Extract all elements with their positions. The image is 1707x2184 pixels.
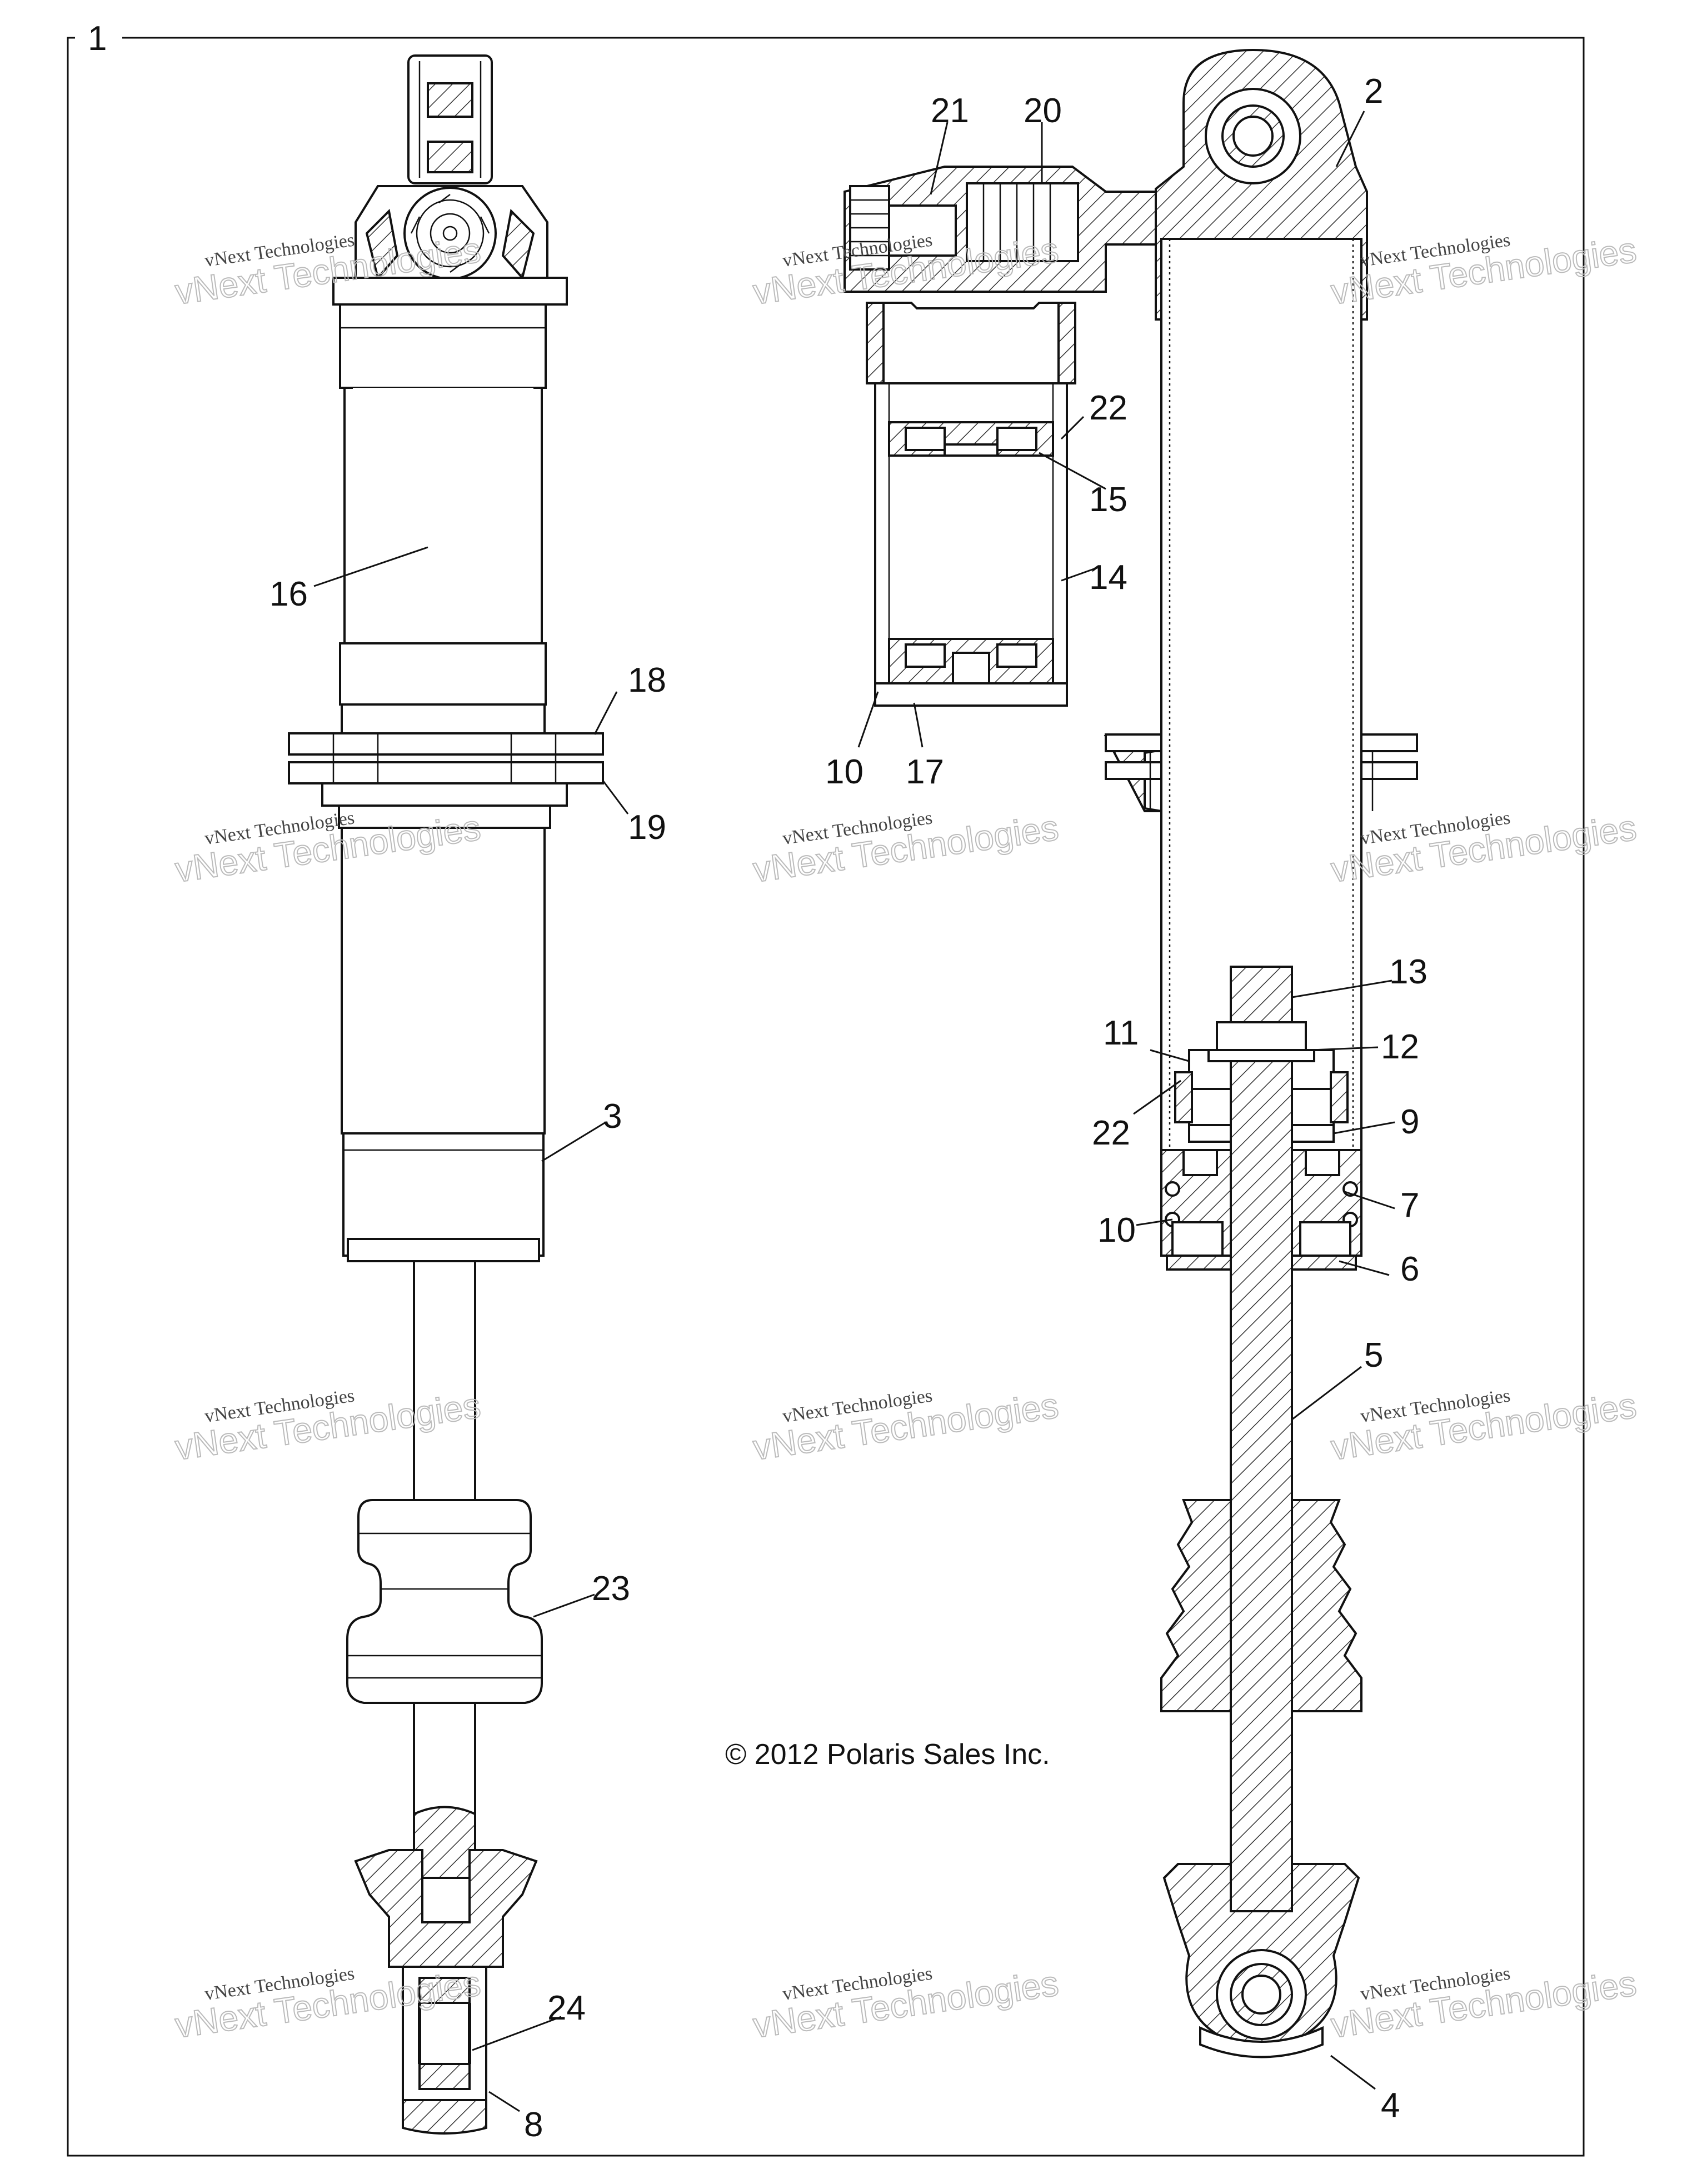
lower-bushing-top: [418, 1977, 471, 2004]
top-bushing-lower: [427, 141, 473, 173]
callout-13: 13: [1389, 953, 1428, 991]
lower-eye-mount: [354, 1849, 538, 1968]
callout-labels: 2 21 20 22 15 14 16 18 19 10 17 13 11 12…: [269, 72, 1428, 2144]
callout-10-reservoir: 10: [825, 753, 864, 791]
spring-seat: [338, 804, 551, 829]
callout-7: 7: [1400, 1186, 1419, 1225]
callout-8: 8: [524, 2106, 543, 2144]
nut-13: [1216, 1021, 1307, 1051]
callout-4: 4: [1381, 2086, 1400, 2125]
copyright-text: © 2012 Polaris Sales Inc.: [725, 1738, 1050, 1771]
callout-16: 16: [269, 575, 308, 613]
callout-19: 19: [628, 808, 666, 847]
diagram-frame: 1: [67, 19, 1585, 2157]
callout-2: 2: [1364, 72, 1383, 111]
spacer: [321, 782, 568, 807]
main-spring: [341, 827, 546, 1135]
callout-5: 5: [1364, 1336, 1383, 1375]
callout-10-body: 10: [1097, 1211, 1136, 1250]
upper-body: [339, 303, 547, 389]
preload-collar: [339, 642, 547, 706]
bump-stop: [346, 1499, 543, 1704]
callout-15: 15: [1089, 481, 1127, 519]
callout-21: 21: [931, 92, 969, 130]
callout-11: 11: [1103, 1014, 1139, 1052]
reservoir-cap: [866, 302, 1076, 384]
callout-9: 9: [1400, 1103, 1419, 1141]
seat-ring: [347, 1238, 540, 1262]
leader-lines: [313, 111, 1395, 2112]
right-shock-cutaway: [1104, 48, 1418, 2058]
shaft-5: [1230, 966, 1293, 1912]
left-shock-exterior: [288, 54, 604, 2135]
shaft: [413, 1260, 476, 1501]
bump-stop-cutaway-right: [1291, 1499, 1362, 1712]
callout-12: 12: [1381, 1028, 1419, 1066]
callout-22-reservoir: 22: [1089, 389, 1127, 427]
reservoir-cutaway: [843, 166, 1185, 707]
frame-label: 1: [88, 19, 107, 58]
callout-17: 17: [906, 753, 944, 791]
callout-22-piston: 22: [1092, 1114, 1130, 1152]
callout-3: 3: [603, 1097, 622, 1136]
crossover-ring-upper: [288, 732, 604, 756]
callout-23: 23: [592, 1570, 630, 1608]
lower-shaft: [413, 1702, 476, 1815]
callout-6: 6: [1400, 1250, 1419, 1288]
lower-bushing-bottom: [418, 2063, 471, 2090]
callout-24: 24: [547, 1989, 586, 2027]
lower-spring-seat: [342, 1132, 545, 1257]
bump-stop-cutaway-left: [1160, 1499, 1232, 1712]
adjuster-20: [966, 182, 1079, 262]
callout-20: 20: [1024, 92, 1062, 130]
callout-14: 14: [1089, 558, 1127, 597]
callout-18: 18: [628, 661, 666, 699]
top-bushing: [427, 82, 473, 118]
upper-spring: [341, 703, 546, 734]
adjuster-valve: [888, 204, 957, 257]
